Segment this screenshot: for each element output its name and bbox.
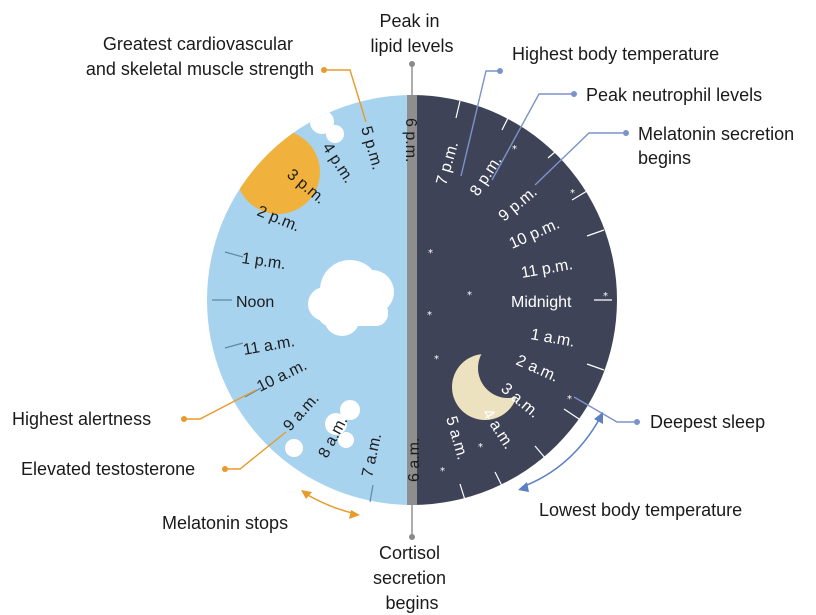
svg-text:*: *: [478, 442, 483, 453]
melatonin-stops-label: Melatonin stops: [162, 513, 288, 533]
moon-cutout: [478, 338, 538, 398]
hour-label-noon: Noon: [236, 294, 274, 311]
peak-lipid-label: Peak in lipid levels: [370, 11, 453, 56]
highest-alertness-label: Highest alertness: [12, 409, 151, 429]
hour-ticks: [212, 100, 612, 503]
clock-disk: * * * * * * * * * *: [207, 95, 617, 505]
svg-text:*: *: [512, 144, 517, 155]
melatonin-begins-label: Melatonin secretion begins: [638, 124, 799, 168]
svg-text:*: *: [427, 310, 432, 321]
neutrophil-label: Peak neutrophil levels: [586, 85, 762, 105]
hour-label-midnight: Midnight: [511, 294, 572, 311]
svg-text:*: *: [603, 291, 608, 302]
testosterone-label: Elevated testosterone: [21, 459, 195, 479]
noon-midnight-divider: [407, 95, 417, 505]
hour-label-6pm: 6 p.m.: [402, 118, 419, 162]
leader-lines: [181, 61, 640, 540]
highest-temperature-label: Highest body temperature: [512, 44, 719, 64]
svg-text:*: *: [440, 466, 445, 477]
svg-text:*: *: [570, 188, 575, 199]
lowest-temp-arrow: [518, 412, 603, 492]
cloud-icon: [308, 260, 394, 336]
melatonin-stops-arrow: [301, 490, 360, 519]
svg-text:*: *: [567, 394, 572, 405]
svg-text:*: *: [428, 248, 433, 259]
cortisol-label: Cortisol secretion begins: [373, 543, 451, 613]
deepest-sleep-label: Deepest sleep: [650, 412, 765, 432]
strength-label: Greatest cardiovascular and skeletal mus…: [86, 34, 314, 79]
lowest-temperature-label: Lowest body temperature: [539, 500, 742, 520]
svg-text:*: *: [434, 354, 439, 365]
hour-label-1pm: 1 p.m.: [240, 250, 286, 273]
svg-text:*: *: [467, 290, 472, 301]
hour-label-6am: 6 a.m.: [406, 438, 423, 482]
sun-icon: [236, 130, 320, 214]
annotations: Peak in lipid levels Greatest cardiovasc…: [12, 11, 799, 613]
star-icons: * * * * * * * * * *: [427, 144, 608, 477]
